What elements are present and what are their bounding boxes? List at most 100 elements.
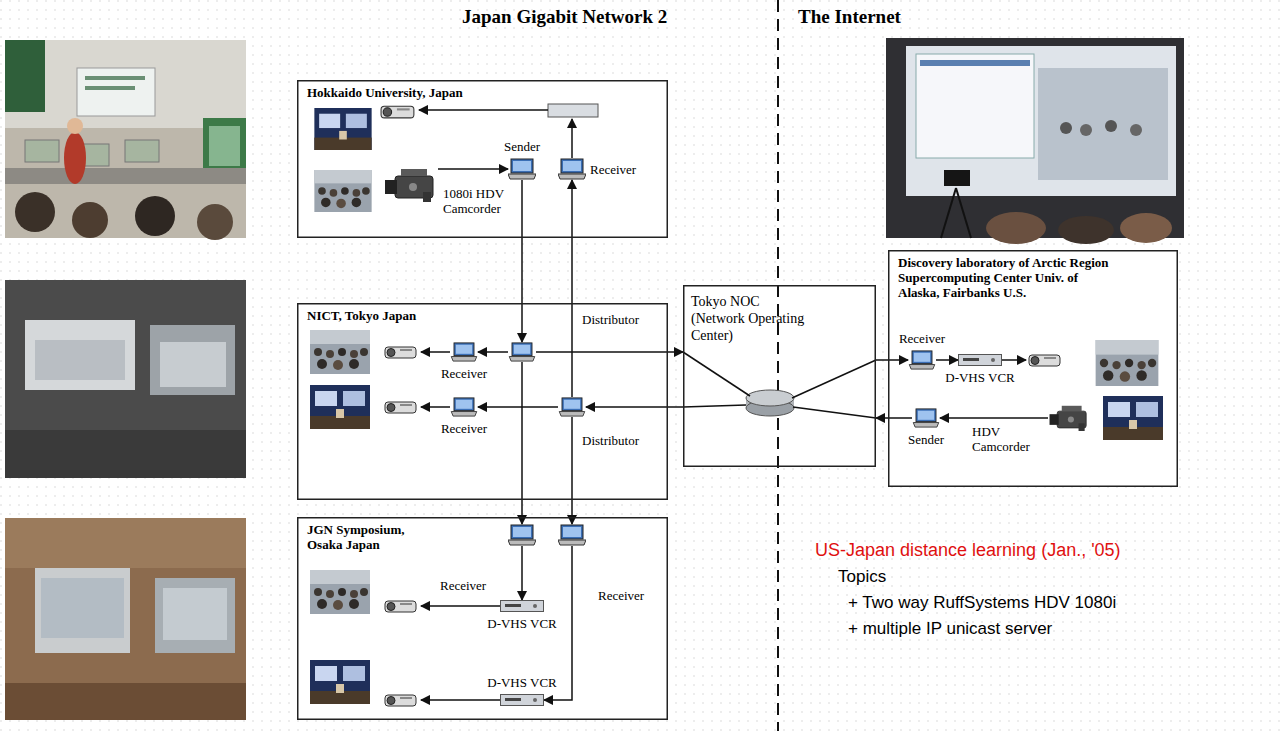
site-box: Tokyo NOC (Network Operating Center): [683, 285, 876, 467]
classroom-photo: [85, 86, 135, 90]
laptop-icon-part: [909, 365, 934, 370]
network-link: [536, 351, 683, 353]
laptop-icon-part: [558, 540, 586, 545]
laptop-node: Receiver: [558, 524, 586, 546]
device-wire: [421, 351, 450, 353]
alaska-room-photo: [1058, 216, 1114, 244]
classroom-photo: [15, 192, 55, 232]
router-icon: [746, 390, 794, 406]
vcr-icon: [958, 354, 1002, 366]
screen-thumbnail: [1096, 340, 1159, 386]
screen-thumbnail: [1103, 396, 1163, 440]
classroom-photo: [64, 132, 86, 184]
device-wire: [421, 406, 450, 408]
alaska-room-photo: [956, 188, 971, 238]
laptop-icon: [912, 408, 940, 428]
site-box: Hokkaido University, JapanSenderReceiver…: [297, 80, 668, 238]
laptop-icon-part: [511, 159, 533, 173]
network-link: [438, 168, 508, 170]
alaska-room-photo: [886, 38, 1184, 244]
laptop-icon: [558, 397, 586, 417]
laptop-icon-part: [513, 527, 531, 537]
topic-note: + Two way RuffSystems HDV 1080i: [848, 593, 1116, 613]
network-heading: Japan Gigabit Network 2: [462, 6, 667, 28]
site-title: Hokkaido University, Japan: [307, 85, 537, 100]
laptop-node: Sender: [508, 158, 536, 180]
laptop-icon-part: [918, 411, 934, 420]
device-label: Receiver: [441, 421, 487, 436]
nict-room-photo: [5, 430, 246, 478]
cam-icon-part: [1050, 414, 1059, 425]
laptop-node: Receiver: [908, 350, 936, 370]
network-link: [521, 180, 523, 342]
device-wire: [421, 699, 500, 701]
vcr-node: D-VHS VCR: [958, 354, 1002, 366]
device-wire: [1002, 359, 1026, 361]
laptop-icon-part: [509, 357, 534, 362]
laptop-icon-part: [451, 357, 476, 362]
site-title: Discovery laboratory of Arctic Region Su…: [898, 255, 1110, 300]
osaka-hall-photo: [163, 588, 227, 640]
laptop-icon-part: [456, 345, 472, 354]
osaka-hall-photo: [5, 518, 246, 568]
alaska-room-photo: [944, 170, 970, 186]
laptop-node: Receiver: [450, 397, 478, 417]
topic-note: US-Japan distance learning (Jan., '05): [815, 540, 1121, 561]
laptop-icon-part: [561, 525, 583, 539]
site-title: JGN Symposium, Osaka Japan: [307, 522, 427, 552]
site-title: Tokyo NOC (Network Operating Center): [691, 293, 809, 344]
laptop-icon-part: [454, 398, 474, 411]
device-label: 1080i HDV Camcorder: [443, 186, 513, 216]
laptop-icon-part: [456, 400, 472, 409]
box-fill: [297, 80, 668, 238]
laptop-icon: [558, 158, 586, 180]
device-label: HDV Camcorder: [972, 424, 1038, 454]
classroom-photo: [125, 140, 159, 162]
classroom-photo: [5, 40, 246, 240]
laptop-icon-part: [563, 161, 581, 171]
device-wire: [793, 407, 876, 418]
nict-room-photo: [5, 280, 246, 478]
vcr-icon-part: [959, 355, 1002, 366]
alaska-room-photo: [1105, 120, 1117, 132]
classroom-photo: [5, 40, 246, 128]
network-link: [521, 362, 523, 524]
vcr-icon-part: [963, 358, 979, 361]
vcr-node: D-VHS VCR: [500, 694, 544, 706]
cam-icon-part: [1068, 416, 1074, 422]
screen-thumbnail: [310, 570, 370, 614]
alaska-room-photo: [986, 212, 1046, 244]
network-link: [571, 417, 573, 524]
laptop-icon-part: [559, 412, 584, 417]
vcr-node: D-VHS VCR: [500, 600, 544, 612]
vcr-icon: [500, 600, 544, 612]
camcorder-node: 1080i HDV Camcorder: [383, 162, 438, 208]
laptop-icon: [908, 350, 936, 370]
laptop-icon-part: [508, 174, 536, 179]
screen-thumbnail: [310, 108, 1163, 704]
device-label: Receiver: [441, 366, 487, 381]
classroom-photo: [72, 202, 108, 238]
laptop-node: Distributor: [508, 342, 536, 362]
osaka-hall-photo: [155, 578, 235, 653]
projector-icon: [381, 106, 1060, 706]
cam-icon-part: [409, 183, 417, 191]
vcr-icon: [500, 694, 544, 706]
nict-room-photo: [35, 340, 125, 380]
laptop-icon: [558, 524, 586, 546]
laptop-icon-part: [511, 525, 533, 539]
network-link: [940, 417, 1048, 419]
cam-icon-part: [401, 169, 427, 176]
device-label: Receiver: [899, 331, 945, 346]
alaska-room-photo: [1080, 124, 1092, 136]
network-link: [876, 417, 912, 419]
laptop-icon-part: [508, 540, 536, 545]
projector-icon: [385, 695, 416, 706]
classroom-photo: [25, 140, 59, 162]
device-label: Distributor: [582, 312, 639, 327]
device-wire: [419, 109, 548, 111]
alaska-room-photo: [916, 54, 1034, 158]
laptop-icon-part: [563, 527, 581, 537]
